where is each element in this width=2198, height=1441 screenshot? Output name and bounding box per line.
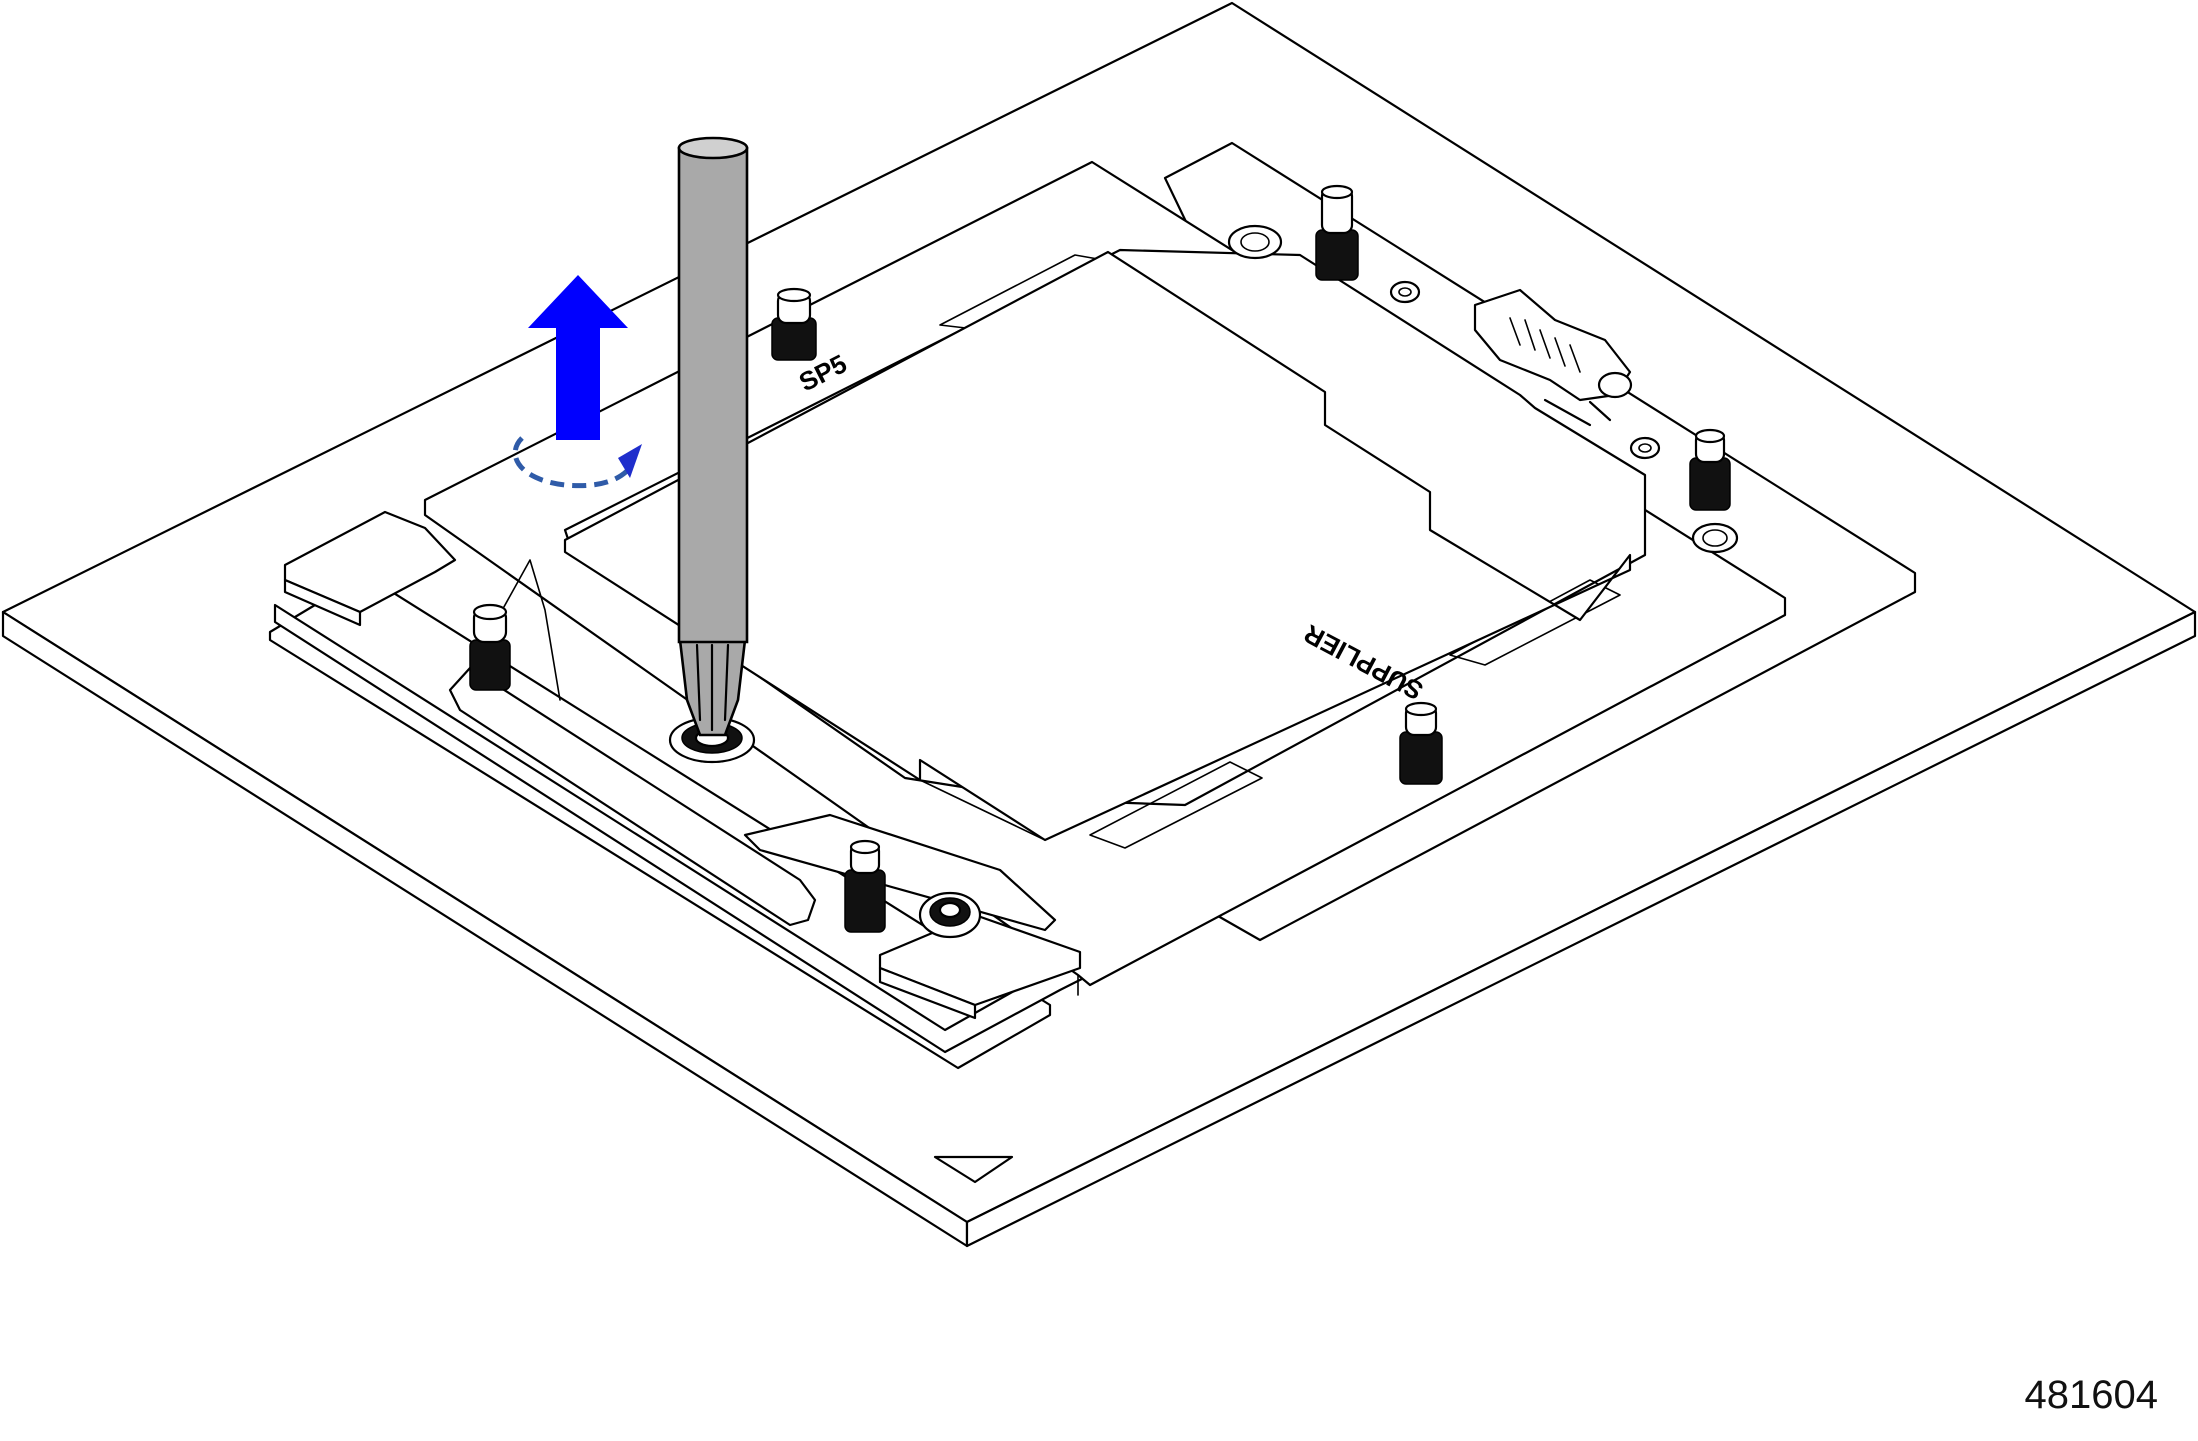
stud-top: [771, 287, 817, 361]
stud-left: [469, 603, 511, 691]
screw-head-right: [1691, 522, 1739, 554]
lever-arm-bottom: [743, 813, 1057, 932]
torx-screwdriver: [668, 136, 756, 764]
figure-number: 481604: [2024, 1373, 2158, 1417]
triangle-icon: [933, 1155, 1014, 1184]
pin-markers: [1389, 280, 1661, 460]
screw-head-top-right: [1227, 224, 1283, 260]
up-arrow-icon: [528, 275, 628, 440]
counterclockwise-rotation-icon: [512, 436, 642, 489]
stud-right: [1689, 428, 1731, 511]
stud-bottom: [844, 839, 886, 933]
stud-top-right: [1315, 184, 1359, 281]
spring-latch-assembly: [1473, 288, 1633, 427]
screw-head-bottom: [918, 891, 982, 939]
stud-front-right: [1399, 701, 1443, 785]
latch-tab-left: [283, 510, 457, 627]
latch-tab-bottom: [878, 913, 1082, 1020]
